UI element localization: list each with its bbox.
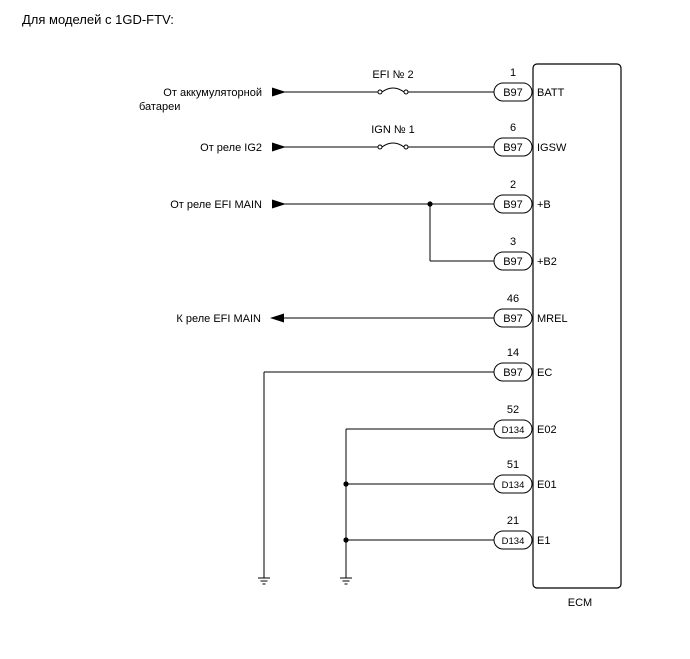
connector-id: B97 [503, 256, 523, 268]
pin-number: 14 [507, 347, 519, 359]
wire-ground-bus [343, 428, 494, 578]
ecm-label: ECM [568, 597, 592, 609]
pin-number: 52 [507, 404, 519, 416]
arrow-right-icon [272, 199, 286, 209]
pin-number: 1 [510, 67, 516, 79]
pin-number: 21 [507, 515, 519, 527]
wire-plus-b [272, 201, 494, 262]
terminal-name: +B2 [537, 256, 557, 268]
pin-number: 6 [510, 122, 516, 134]
pin-e01: 51 D134 E01 [493, 459, 557, 494]
terminal-name: BATT [537, 87, 565, 99]
pin-igsw: 6 B97 IGSW [493, 122, 567, 157]
fuse-ign-1: IGN № 1 [371, 124, 415, 150]
pin-number: 3 [510, 236, 516, 248]
pin-e1: 21 D134 E1 [493, 515, 550, 550]
terminal-name: IGSW [537, 142, 567, 154]
source-label: К реле EFI MAIN [176, 313, 261, 325]
arrow-left-icon [270, 313, 284, 323]
pin-e02: 52 D134 E02 [493, 404, 557, 439]
connector-id: B97 [503, 199, 523, 211]
connector-badge [493, 82, 533, 102]
terminal-name: E1 [537, 535, 550, 547]
source-label: От реле EFI MAIN [170, 199, 262, 211]
pin-plus-b2: 3 B97 +B2 [493, 236, 557, 271]
splice-dot [343, 481, 349, 487]
wire-batt [272, 87, 494, 93]
connector-badge [493, 530, 533, 550]
ecm-box [532, 63, 622, 589]
diagram-heading: Для моделей с 1GD-FTV: [22, 12, 174, 27]
wire-ec [263, 371, 494, 578]
terminal-name: MREL [537, 313, 568, 325]
fuse-efi-2: EFI № 2 [372, 69, 414, 95]
arrow-right-icon [272, 87, 286, 97]
terminal-name: E01 [537, 479, 557, 491]
wire-igsw [272, 142, 494, 148]
splice-dot [343, 537, 349, 543]
splice-dot [427, 201, 433, 207]
connector-badge [493, 137, 533, 157]
connector-id: D134 [502, 536, 525, 547]
connector-id: D134 [502, 425, 525, 436]
source-label: батареи [139, 101, 180, 113]
terminal-name: EC [537, 367, 552, 379]
source-label: От аккумуляторной [163, 87, 262, 99]
ground-icon [258, 577, 270, 585]
pin-number: 46 [507, 293, 519, 305]
pin-number: 51 [507, 459, 519, 471]
pin-number: 2 [510, 179, 516, 191]
connector-badge [493, 474, 533, 494]
connector-badge [493, 308, 533, 328]
terminal-name: E02 [537, 424, 557, 436]
fuse-label: EFI № 2 [372, 69, 413, 81]
connector-id: B97 [503, 367, 523, 379]
pin-mrel: 46 B97 MREL [493, 293, 568, 328]
ground-icon [340, 577, 352, 585]
connector-badge [493, 362, 533, 382]
pin-batt: 1 B97 BATT [493, 67, 565, 102]
pin-ec: 14 B97 EC [493, 347, 552, 382]
arrow-right-icon [272, 142, 286, 152]
connector-badge [493, 194, 533, 214]
connector-id: D134 [502, 480, 525, 491]
connector-id: B97 [503, 313, 523, 325]
connector-id: B97 [503, 142, 523, 154]
connector-id: B97 [503, 87, 523, 99]
pin-plus-b: 2 B97 +B [493, 179, 551, 214]
connector-badge [493, 251, 533, 271]
connector-badge [493, 419, 533, 439]
fuse-label: IGN № 1 [371, 124, 415, 136]
terminal-name: +B [537, 199, 551, 211]
source-label: От реле IG2 [200, 142, 262, 154]
